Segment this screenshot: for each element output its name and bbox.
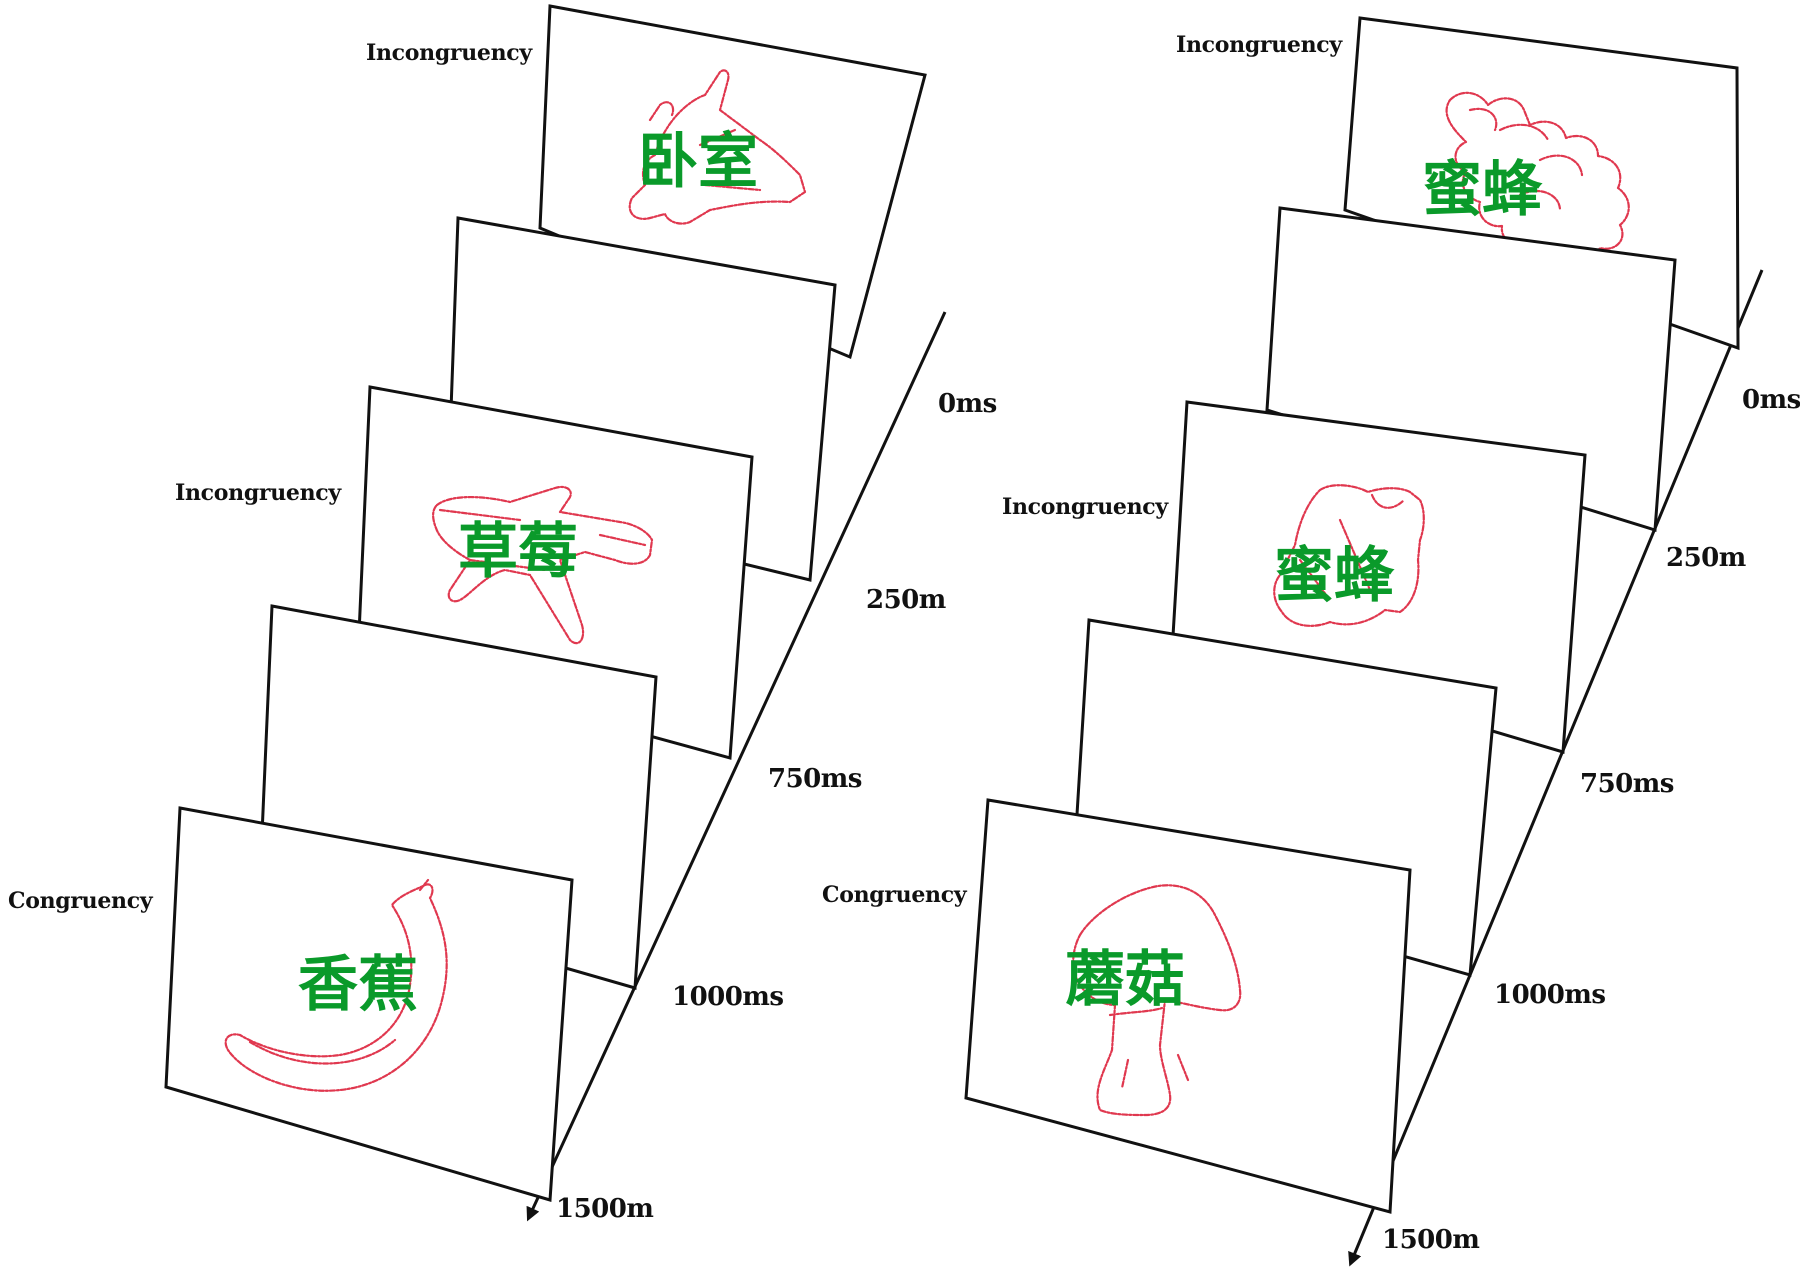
right-time-0ms: 0ms: [1742, 385, 1800, 415]
left-time-0ms: 0ms: [938, 389, 997, 419]
left-word-3: 香蕉: [298, 950, 418, 1020]
right-time-axis: [1348, 269, 1764, 1267]
left-label-2: Incongruency: [175, 480, 342, 506]
left-time-1000ms: 1000ms: [672, 982, 784, 1012]
airplane-sketch: [628, 69, 807, 225]
left-frame-1-card: [538, 4, 927, 360]
left-time-750ms: 750ms: [768, 764, 862, 794]
left-label-3: Congruency: [8, 888, 154, 914]
left-label-1: Incongruency: [366, 40, 533, 66]
right-word-1: 蜜蜂: [1422, 155, 1543, 225]
shirt-sketch: [1273, 484, 1425, 627]
right-word-3: 蘑菇: [1065, 945, 1185, 1015]
left-time-1500m: 1500m: [556, 1194, 653, 1224]
right-word-2: 蜜蜂: [1274, 541, 1395, 611]
right-label-2: Incongruency: [1002, 494, 1169, 520]
banana-sketch: [224, 878, 448, 1092]
right-time-1000ms: 1000ms: [1494, 980, 1606, 1010]
left-frame-1: 卧室 Incongruency: [366, 4, 927, 360]
right-frame-2-card: [1265, 206, 1677, 532]
right-label-1: Incongruency: [1176, 32, 1343, 58]
left-word-1: 卧室: [638, 127, 758, 197]
right-frame-5: 蘑菇 Congruency: [822, 798, 1412, 1214]
airplane-sketch: [432, 485, 654, 645]
grapes-sketch: [1445, 91, 1630, 260]
left-frame-5: 香蕉 Congruency: [8, 806, 574, 1202]
right-frame-5-card: [964, 798, 1412, 1214]
mushroom-sketch: [1072, 884, 1242, 1117]
left-word-2: 草莓: [458, 517, 578, 587]
left-time-250m: 250m: [866, 585, 946, 615]
left-frame-5-card: [164, 806, 574, 1202]
right-label-3: Congruency: [822, 882, 968, 908]
left-trial-sequence: 卧室 Incongruency 草莓 Incongruency: [8, 4, 997, 1224]
right-time-1500m: 1500m: [1382, 1225, 1479, 1255]
right-frame-2: [1265, 206, 1677, 532]
left-time-axis: [526, 311, 947, 1222]
right-time-250m: 250m: [1666, 543, 1746, 573]
right-time-750ms: 750ms: [1580, 769, 1674, 799]
right-trial-sequence: 蜜蜂 Incongruency 蜜蜂 Incongruency: [822, 16, 1800, 1267]
